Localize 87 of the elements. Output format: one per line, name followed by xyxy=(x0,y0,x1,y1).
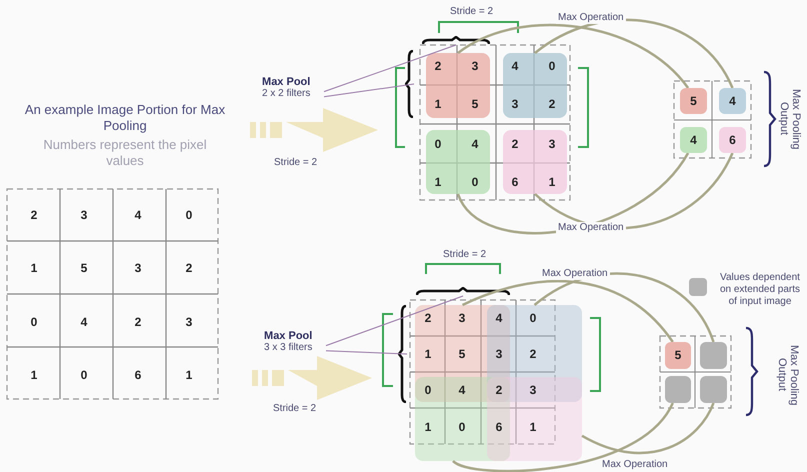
pixel-value: 0 xyxy=(424,383,432,397)
connector-curve xyxy=(581,402,715,454)
curly-brace xyxy=(422,36,490,45)
pixel-value: 3 xyxy=(494,347,504,361)
output-label: Max Pooling Output xyxy=(775,344,800,408)
pixel-value: 4 xyxy=(458,383,466,397)
curly-brace xyxy=(416,287,510,296)
pixel-value: 2 xyxy=(30,208,38,222)
pixel-value: 4 xyxy=(494,311,504,325)
output-cell: 6 xyxy=(719,127,746,153)
pixel-value: 3 xyxy=(458,311,466,325)
pixel-value: 5 xyxy=(458,347,466,361)
pixel-value: 1 xyxy=(30,261,38,275)
subtitle: Numbers represent the pixel values xyxy=(42,137,208,169)
pixel-value: 3 xyxy=(184,315,194,329)
pixel-value: 5 xyxy=(80,261,88,275)
pixel-value: 0 xyxy=(30,315,38,329)
pixel-value: 2 xyxy=(528,347,538,361)
pixel-value: 0 xyxy=(458,420,466,434)
filter-size-label: 2 x 2 filters xyxy=(262,88,310,100)
pixel-value: 2 xyxy=(548,97,556,111)
pixel-value: 0 xyxy=(184,208,194,222)
pooling-window xyxy=(487,377,582,461)
pixel-value: 1 xyxy=(434,97,442,111)
pixel-value: 0 xyxy=(548,59,556,73)
output-label: Max Pooling Output xyxy=(777,88,802,152)
pixel-value: 4 xyxy=(134,208,142,222)
pixel-value: 3 xyxy=(134,261,142,275)
pixel-value: 3 xyxy=(548,137,556,151)
pixel-value: 2 xyxy=(494,383,504,397)
pixel-value: 1 xyxy=(30,368,38,382)
pixel-value: 4 xyxy=(470,137,480,151)
connector-curve xyxy=(452,402,674,472)
pooling-window xyxy=(426,53,490,118)
connector-curve xyxy=(462,280,674,343)
output-cell: 5 xyxy=(665,342,691,369)
filter-heading: Max Pool xyxy=(264,330,312,342)
leader-line xyxy=(324,44,456,92)
pixel-value: 6 xyxy=(134,368,142,382)
pixel-value: 6 xyxy=(510,175,520,189)
output-cell: 4 xyxy=(680,127,707,153)
output-cell xyxy=(700,342,727,369)
pixel-value: 2 xyxy=(510,137,520,151)
pixel-value: 3 xyxy=(470,59,480,73)
annotation-text: Max Operation xyxy=(600,459,670,471)
pixel-value: 2 xyxy=(424,311,432,325)
pooling-window xyxy=(503,130,567,194)
annotation-text: Max Operation xyxy=(556,222,626,234)
pixel-value: 0 xyxy=(470,175,480,189)
pixel-value: 1 xyxy=(528,420,538,434)
pooling-window xyxy=(426,130,490,194)
pixel-value: 1 xyxy=(424,347,432,361)
pixel-value: 0 xyxy=(528,311,538,325)
pixel-value: 4 xyxy=(80,315,88,329)
leader-line xyxy=(326,296,464,346)
filter-size-label: 3 x 3 filters xyxy=(264,342,312,354)
pixel-value: 6 xyxy=(494,420,504,434)
leader-line xyxy=(326,350,408,354)
pixel-value: 1 xyxy=(424,420,432,434)
pixel-value: 1 xyxy=(548,175,556,189)
pixel-value: 3 xyxy=(528,383,538,397)
output-cell xyxy=(700,376,727,403)
pixel-value: 3 xyxy=(80,208,88,222)
pixel-value: 0 xyxy=(80,368,88,382)
leader-line xyxy=(324,84,414,98)
curly-brace xyxy=(405,50,414,118)
output-cell: 5 xyxy=(680,88,707,114)
pixel-value: 5 xyxy=(470,97,480,111)
pixel-value: 1 xyxy=(184,368,194,382)
output-cell xyxy=(665,376,691,403)
output-cell: 4 xyxy=(719,88,746,114)
connector-curve xyxy=(534,18,734,89)
connector-curve xyxy=(457,24,690,89)
annotation-text: Max Operation xyxy=(556,12,626,24)
filter-heading: Max Pool xyxy=(262,76,310,88)
pixel-value: 3 xyxy=(510,97,520,111)
pixel-value: 2 xyxy=(184,261,194,275)
annotation-text: Max Operation xyxy=(540,268,610,280)
pixel-value: 0 xyxy=(434,137,442,151)
curly-brace xyxy=(398,305,407,403)
pixel-value: 2 xyxy=(434,59,442,73)
pixel-value: 2 xyxy=(134,315,142,329)
legend-text: Values dependent on extended parts of input image xyxy=(718,272,802,308)
pooling-window xyxy=(503,53,567,118)
pixel-value: 4 xyxy=(510,59,520,73)
pixel-value: 1 xyxy=(434,175,442,189)
description-text: An example Image Portion for Max Pooling xyxy=(24,102,226,134)
